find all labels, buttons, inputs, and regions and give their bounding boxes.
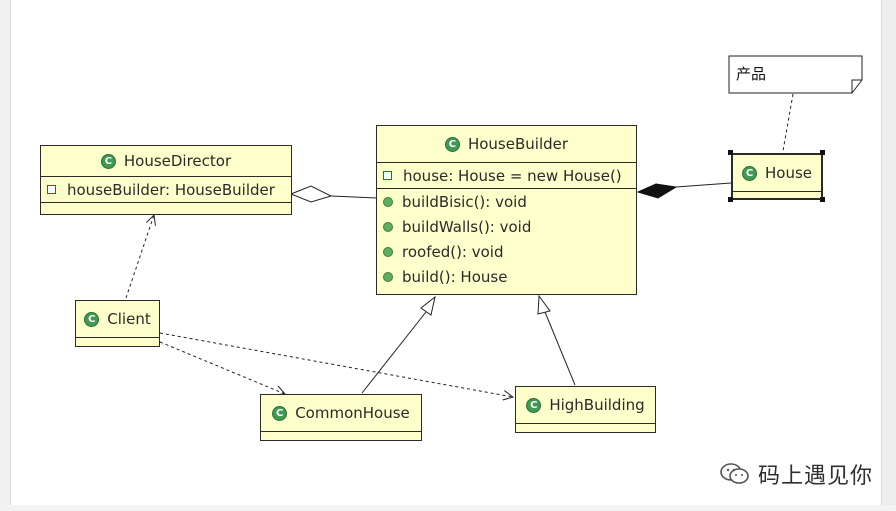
note-anchor-line xyxy=(782,93,794,152)
composition-line xyxy=(675,182,732,188)
generalization-highbuilding-line xyxy=(544,311,576,386)
class-header: C CommonHouse xyxy=(261,395,421,432)
class-icon: C xyxy=(84,311,100,327)
methods-section xyxy=(41,203,291,207)
field-row[interactable]: houseBuilder: HouseBuilder xyxy=(41,177,291,202)
method-text: buildBisic(): void xyxy=(402,192,527,211)
watermark: 码上遇见你 xyxy=(720,458,873,490)
fields-section xyxy=(733,192,821,196)
public-method-icon xyxy=(383,196,393,207)
selection-handle[interactable] xyxy=(820,150,825,155)
note-shape xyxy=(728,55,863,94)
bottom-frame-strip xyxy=(0,505,896,511)
generalization-commonhouse-triangle xyxy=(420,295,436,316)
class-common-house[interactable]: C CommonHouse xyxy=(260,394,422,441)
class-icon: C xyxy=(741,165,757,181)
class-name: House xyxy=(764,164,812,182)
aggregation-diamond xyxy=(289,185,333,203)
method-row[interactable]: buildWalls(): void xyxy=(377,214,636,239)
public-method-icon xyxy=(383,221,393,232)
class-name: HighBuilding xyxy=(549,396,645,414)
selection-handle[interactable] xyxy=(728,150,733,155)
class-name: CommonHouse xyxy=(295,404,410,422)
note-product[interactable]: 产品 xyxy=(729,56,862,93)
method-row[interactable]: build(): House xyxy=(377,264,636,289)
fields-section: houseBuilder: HouseBuilder xyxy=(41,177,291,203)
fields-section xyxy=(261,432,421,436)
class-header: C HighBuilding xyxy=(516,387,655,424)
aggregation-line xyxy=(330,195,378,199)
private-field-icon xyxy=(47,185,56,194)
class-name: Client xyxy=(107,310,151,328)
class-header: C HouseBuilder xyxy=(377,126,636,163)
public-method-icon xyxy=(383,246,393,257)
field-row[interactable]: house: House = new House() xyxy=(377,163,636,188)
fields-section xyxy=(76,338,159,342)
wechat-icon xyxy=(720,463,749,484)
note-text: 产品 xyxy=(736,65,767,83)
class-client[interactable]: C Client xyxy=(75,300,160,347)
class-high-building[interactable]: C HighBuilding xyxy=(515,386,656,433)
class-header: C House xyxy=(733,155,821,192)
class-header: C HouseDirector xyxy=(41,146,291,177)
class-icon: C xyxy=(100,153,116,169)
field-text: house: House = new House() xyxy=(403,166,622,185)
class-icon: C xyxy=(444,136,460,152)
method-text: roofed(): void xyxy=(402,242,504,261)
public-method-icon xyxy=(383,271,393,282)
methods-section: buildBisic(): void buildWalls(): void ro… xyxy=(377,189,636,289)
generalization-highbuilding-triangle xyxy=(537,294,551,315)
generalization-commonhouse-line xyxy=(361,311,427,394)
watermark-text: 码上遇见你 xyxy=(758,464,874,489)
class-house-director[interactable]: C HouseDirector houseBuilder: HouseBuild… xyxy=(40,145,292,215)
class-name: HouseBuilder xyxy=(467,135,569,153)
method-text: buildWalls(): void xyxy=(402,217,532,236)
fields-section: house: House = new House() xyxy=(377,163,636,189)
field-text: houseBuilder: HouseBuilder xyxy=(67,180,275,199)
right-scrollbar[interactable] xyxy=(881,0,896,511)
selection-handle[interactable] xyxy=(820,197,825,202)
private-field-icon xyxy=(383,171,392,180)
class-header: C Client xyxy=(76,301,159,338)
left-frame-strip xyxy=(0,0,11,511)
dependency-client-highbuilding xyxy=(159,332,513,397)
class-icon: C xyxy=(526,397,542,413)
dependency-client-commonhouse xyxy=(159,341,285,394)
composition-diamond xyxy=(636,183,678,199)
selection-handle[interactable] xyxy=(728,197,733,202)
class-name: HouseDirector xyxy=(123,152,232,170)
method-text: build(): House xyxy=(402,267,508,286)
dependency-client-director xyxy=(125,215,154,299)
class-icon: C xyxy=(272,405,288,421)
class-house[interactable]: C House xyxy=(731,153,823,200)
class-house-builder[interactable]: C HouseBuilder house: House = new House(… xyxy=(376,125,637,295)
fields-section xyxy=(516,424,655,428)
method-row[interactable]: roofed(): void xyxy=(377,239,636,264)
note-fold xyxy=(851,79,862,93)
method-row[interactable]: buildBisic(): void xyxy=(377,189,636,214)
